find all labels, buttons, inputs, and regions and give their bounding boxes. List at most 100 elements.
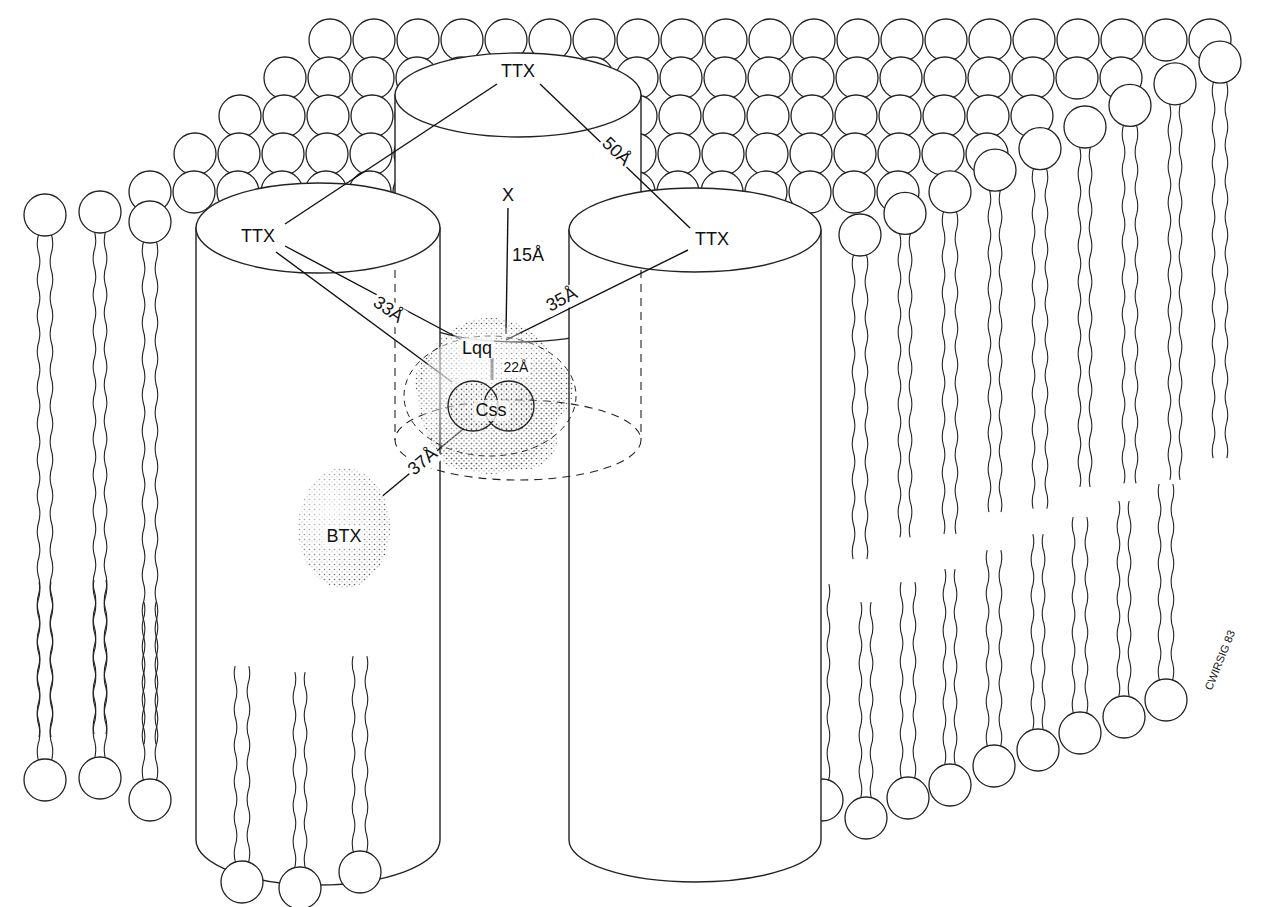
lipid-tail — [827, 584, 830, 782]
lipid-head — [878, 133, 920, 175]
lipid-tail — [943, 569, 946, 767]
lipid-head — [660, 57, 702, 99]
lipid-tail — [1045, 167, 1048, 509]
lipid-tail — [1089, 145, 1092, 487]
lipid-head — [836, 57, 878, 99]
cylinder-body — [196, 228, 440, 885]
lipid-tail — [898, 231, 901, 537]
lipid-head — [792, 57, 834, 99]
lipid-head — [174, 133, 216, 175]
lipid-head — [922, 133, 964, 175]
lipid-head — [350, 133, 392, 175]
lipid-head — [747, 95, 789, 137]
lipid-head — [968, 57, 1010, 99]
site-label: TTX — [499, 62, 537, 82]
lipid-tail — [293, 672, 296, 870]
lipid-tail — [50, 582, 53, 762]
lipid-head — [833, 171, 875, 213]
lipid-head — [24, 759, 66, 801]
btx-site: BTX — [298, 468, 390, 588]
lipid-head — [573, 19, 615, 61]
blob-shade — [420, 326, 560, 466]
lipid-head — [969, 19, 1011, 61]
lipid-head — [173, 171, 215, 213]
right-cylinder — [569, 188, 821, 882]
lipid-tail — [999, 550, 1002, 748]
lipid-head — [218, 133, 260, 175]
lipid-head — [1056, 57, 1098, 99]
lipid-head — [702, 133, 744, 175]
lipid-head — [1057, 19, 1099, 61]
lipid-tail — [1078, 145, 1081, 487]
lipid-head — [1019, 128, 1061, 170]
lipid-head — [617, 19, 659, 61]
lipid-tail — [1031, 534, 1034, 732]
lipid-head — [1109, 84, 1151, 126]
lipid-head — [704, 57, 746, 99]
distance-line — [506, 208, 508, 334]
lipid-tail — [942, 210, 945, 534]
lipid-tail — [247, 666, 250, 864]
lipid-tail — [1122, 123, 1125, 483]
lipid-head — [887, 777, 929, 819]
lipid-head — [925, 19, 967, 61]
lipid-head — [79, 757, 121, 799]
site-label: Lqq — [460, 338, 494, 359]
cylinder-body — [569, 230, 821, 882]
lipid-head — [263, 95, 305, 137]
lipid-tail — [1168, 102, 1171, 480]
lipid-head — [1145, 19, 1187, 61]
btx-ellipse — [298, 468, 390, 588]
lipid-head — [397, 19, 439, 61]
distance-label: 22Å — [502, 360, 531, 375]
site-label: X — [500, 186, 516, 206]
site-label: TTX — [693, 230, 731, 250]
lipid-head — [279, 867, 321, 907]
lipid-tail — [1128, 501, 1131, 699]
lipid-tail — [365, 656, 368, 854]
lipid-head — [835, 95, 877, 137]
lipid-head — [308, 57, 350, 99]
lipid-tail — [865, 253, 868, 559]
lipid-head — [967, 95, 1009, 137]
lipid-tail — [1225, 80, 1228, 458]
lipid-head — [1064, 106, 1106, 148]
lipid-head — [1013, 19, 1055, 61]
lipid-head — [306, 133, 348, 175]
distance-line — [540, 84, 690, 228]
lipid-head — [1103, 696, 1145, 738]
helix-cylinders — [196, 53, 821, 885]
site-label: Css — [474, 400, 509, 421]
lipid-head — [973, 745, 1015, 787]
lipid-head — [129, 779, 171, 821]
lipid-tail — [37, 582, 40, 762]
lipid-tail — [1072, 517, 1075, 715]
lipid-tail — [304, 672, 307, 870]
hidden-edge — [394, 270, 395, 440]
lipid-tail — [954, 569, 957, 767]
lipid-tail — [900, 582, 903, 780]
lipid-tail — [955, 210, 958, 534]
hidden-edge — [640, 270, 641, 440]
lipid-tail — [913, 582, 916, 780]
css-site: Css — [445, 378, 537, 434]
lipid-head — [309, 19, 351, 61]
stipple-blob — [418, 318, 562, 474]
lipid-tail — [155, 602, 158, 782]
lipid-head — [703, 95, 745, 137]
cylinder-top — [569, 188, 821, 272]
lipid-tail — [986, 550, 989, 748]
lipid-tail — [1135, 123, 1138, 483]
lipid-head — [219, 95, 261, 137]
lipid-head — [307, 95, 349, 137]
lipid-tail — [1179, 102, 1182, 480]
lipid-tail — [1212, 80, 1215, 458]
lipid-head — [748, 57, 790, 99]
lipid-head — [923, 95, 965, 137]
lipid-head — [879, 95, 921, 137]
lipid-tail — [1085, 517, 1088, 715]
lipid-head — [262, 133, 304, 175]
lipid-head — [661, 19, 703, 61]
distance-line — [285, 84, 497, 224]
